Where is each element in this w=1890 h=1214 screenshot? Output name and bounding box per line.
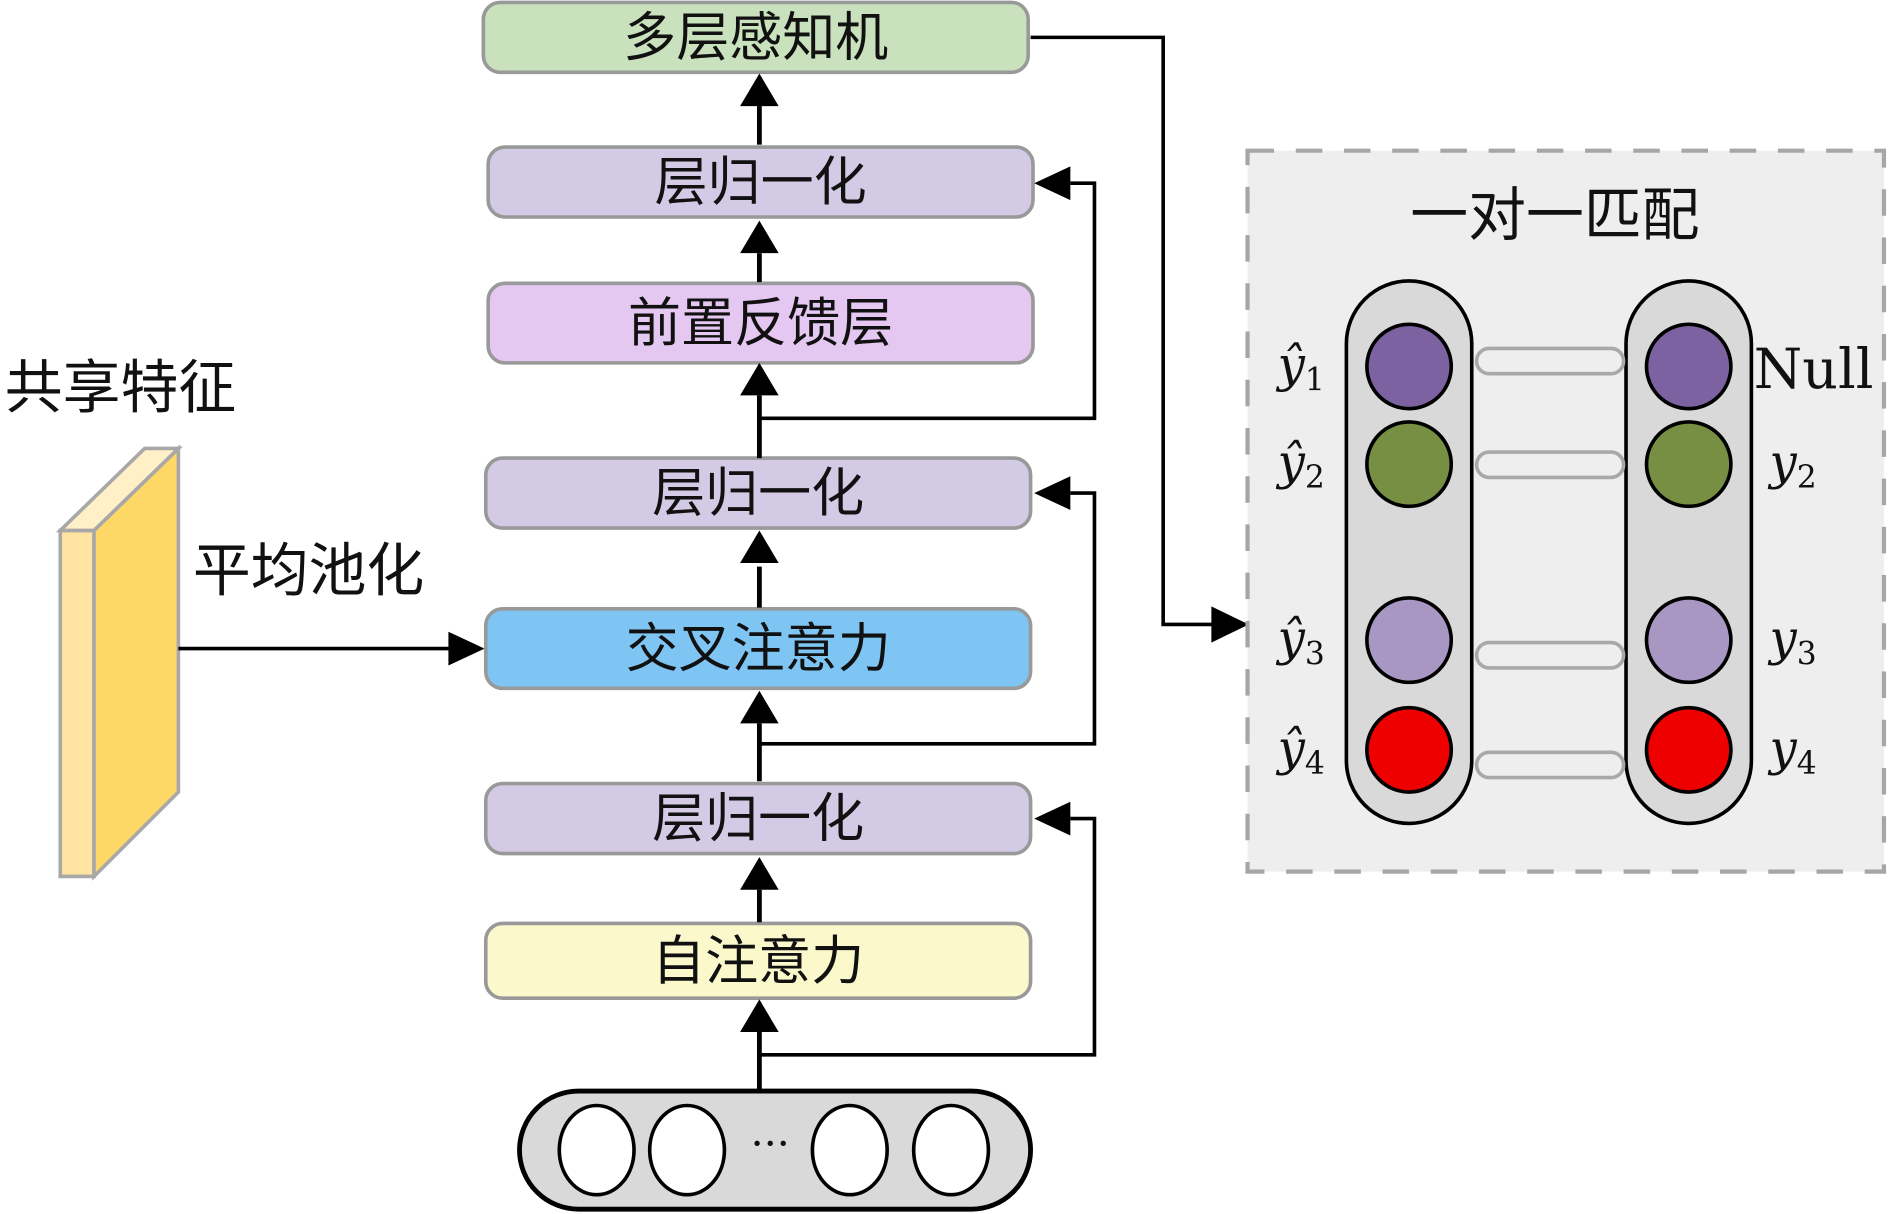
match-link [1474,346,1626,376]
avg-pool-arrow [178,631,485,666]
prediction-label: ŷ1 [1276,337,1325,399]
input-token [810,1103,889,1197]
box-label: 交叉注意力 [626,618,891,680]
prediction-column [1344,279,1474,826]
prediction-node [1365,596,1454,685]
target-label: y2 [1767,435,1816,497]
box-label: 多层感知机 [623,6,888,68]
ellipsis: ··· [751,1119,790,1167]
box-layernorm-3: 层归一化 [486,145,1035,219]
prediction-node [1365,705,1454,794]
prediction-label: ŷ4 [1276,720,1325,782]
box-mlp: 多层感知机 [481,0,1030,75]
match-link [1474,450,1626,480]
match-link [1474,640,1626,670]
box-label: 前置反馈层 [628,292,893,354]
prediction-label: ŷ2 [1276,435,1325,497]
box-shape [486,281,1035,365]
box-layernorm-1: 层归一化 [483,781,1033,856]
residual-arrowheads [1034,166,1071,836]
box-label: 层归一化 [652,788,864,850]
box-layernorm-2: 层归一化 [483,456,1033,530]
target-label: y3 [1767,611,1816,673]
prediction-node [1365,420,1454,509]
input-token-sequence: ··· [517,1088,1033,1212]
box-shape [481,0,1030,75]
match-link [1474,750,1626,780]
target-node [1644,322,1733,411]
input-token [647,1103,727,1197]
main-flow-arrows [740,73,779,1092]
prediction-node [1365,322,1454,411]
null-target-label: Null [1754,338,1874,402]
target-column [1624,279,1754,826]
box-cross-attention: 交叉注意力 [483,607,1033,691]
box-label: 层归一化 [652,462,864,524]
box-shape [486,145,1035,219]
one-to-one-matching-panel: 一对一匹配 ŷ1 ŷ2 ŷ3 ŷ4 Null y2 y3 y4 [1245,148,1887,874]
residual-connections [759,181,1097,1057]
match-links [1474,346,1626,780]
input-token [557,1103,636,1197]
box-label: 自注意力 [652,930,864,992]
avg-pool-label: 平均池化 [193,537,424,605]
box-label: 层归一化 [655,151,867,213]
target-node [1644,705,1733,794]
shared-feature-label: 共享特征 [5,353,236,421]
input-token [911,1103,991,1197]
box-shape [483,607,1033,691]
target-node [1644,596,1733,685]
prediction-label: ŷ3 [1276,611,1325,673]
box-self-attention: 自注意力 [483,921,1033,1001]
box-shape [483,781,1033,856]
target-node [1644,420,1733,509]
box-shape [483,921,1033,1001]
target-label: y4 [1767,720,1816,782]
box-ffn: 前置反馈层 [486,281,1035,365]
shared-feature-block [55,444,183,881]
matching-title: 一对一匹配 [1410,181,1699,249]
mlp-to-matching-arrow [1030,35,1249,643]
